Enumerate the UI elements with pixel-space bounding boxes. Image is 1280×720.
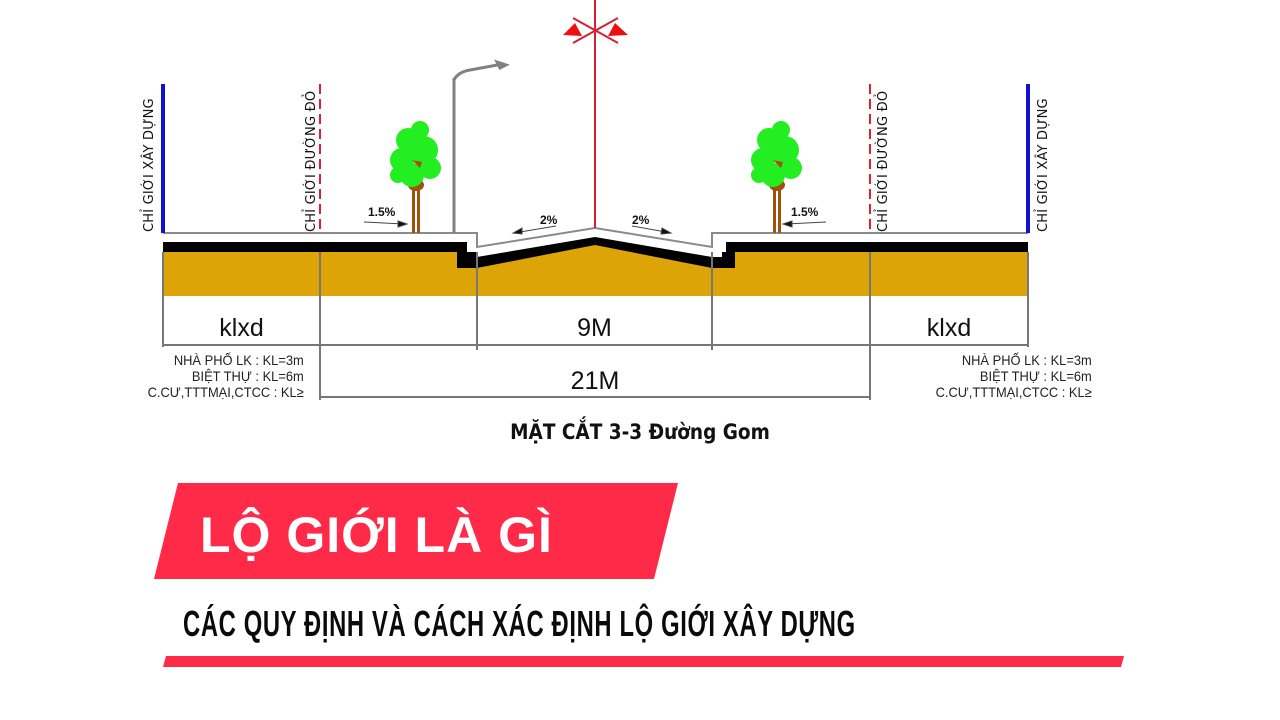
tree-icon-left [390, 121, 441, 233]
building-line-left-label: CHỈ GIỚI XÂY DỰNG [142, 98, 157, 232]
asphalt-layer [163, 237, 1028, 268]
diagram-caption: MẶT CẮT 3-3 Đường Gom [510, 420, 770, 444]
accent-underline [163, 656, 1124, 667]
red-line-right-label: CHỈ GIỚI ĐƯỜNG ĐỎ [876, 90, 891, 232]
slope-label-right-lane: 2% [632, 213, 650, 227]
slope-label-left-lane: 2% [540, 213, 558, 227]
dim-left-setback: klxd [219, 314, 264, 342]
setback-notes-right: NHÀ PHỐ LK : KL=3m BIỆT THỰ : KL=6m C.CƯ… [936, 352, 1092, 400]
title-banner [154, 483, 678, 579]
dimension-lines [162, 252, 1029, 400]
building-line-right-label: CHỈ GIỚI XÂY DỰNG [1036, 98, 1051, 232]
slope-label-left-sidewalk: 1.5% [368, 205, 396, 219]
note-line: BIỆT THỰ : KL=6m [192, 368, 304, 384]
note-line: C.CƯ,TTTMẠI,CTCC : KL≥ [147, 384, 304, 400]
road-cross-section-diagram: CHỈ GIỚI XÂY DỰNG CHỈ GIỚI ĐƯỜNG ĐỎ CHỈ … [142, 0, 1092, 444]
street-lamp-icon [452, 59, 510, 233]
red-line-left-label: CHỈ GIỚI ĐƯỜNG ĐỎ [304, 90, 319, 232]
base-layer [163, 243, 1028, 296]
dim-right-setback: klxd [926, 314, 972, 342]
setback-notes-left: NHÀ PHỐ LK : KL=3m BIỆT THỰ : KL=6m C.CƯ… [148, 352, 304, 400]
banner-title: LỘ GIỚI LÀ GÌ [200, 507, 553, 563]
note-line: BIỆT THỰ : KL=6m [980, 368, 1092, 384]
slope-label-right-sidewalk: 1.5% [791, 205, 819, 219]
banner-subtitle: CÁC QUY ĐỊNH VÀ CÁCH XÁC ĐỊNH LỘ GIỚI XÂ… [183, 603, 856, 644]
centerline-flag-icon [563, 0, 628, 228]
dim-total-width: 21M [570, 367, 620, 395]
slope-arrows [363, 220, 827, 235]
tree-icon-right [751, 121, 802, 233]
note-line: C.CƯ,TTTMẠI,CTCC : KL≥ [935, 384, 1092, 400]
dim-carriageway: 9M [577, 314, 612, 342]
note-line: NHÀ PHỐ LK : KL=3m [174, 352, 304, 368]
note-line: NHÀ PHỐ LK : KL=3m [962, 352, 1092, 368]
